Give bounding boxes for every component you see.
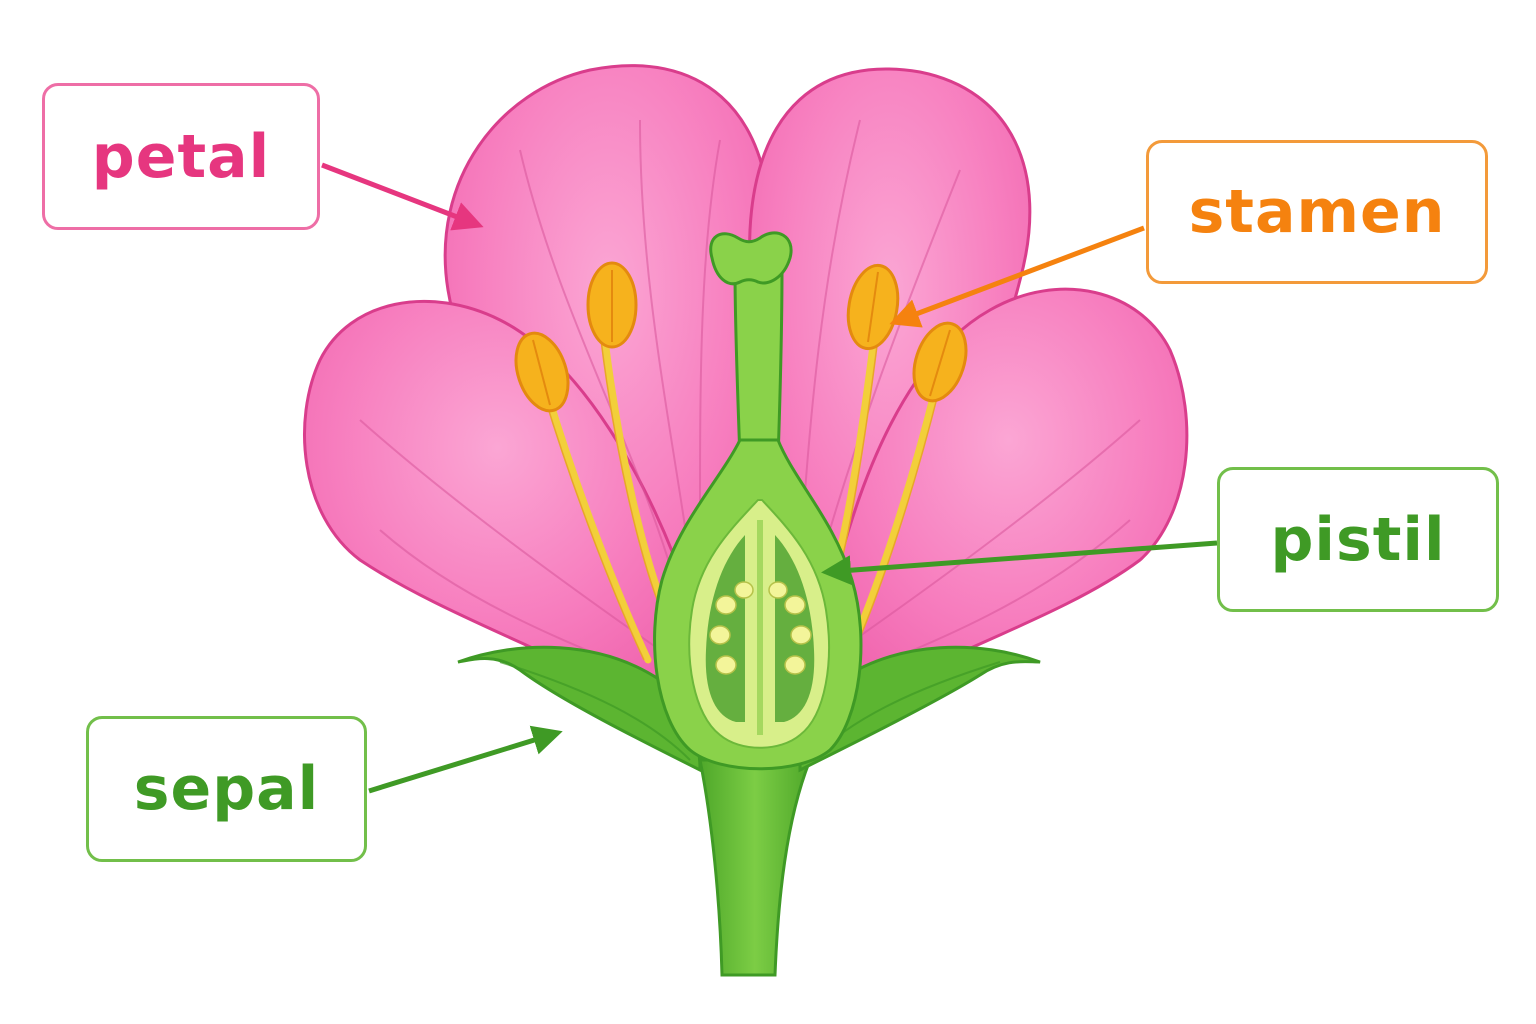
label-petal: petal (42, 83, 320, 230)
label-sepal: sepal (86, 716, 367, 862)
stem (700, 760, 810, 975)
label-pistil: pistil (1217, 467, 1499, 612)
label-stamen: stamen (1146, 140, 1488, 284)
arrow-sepal (369, 733, 557, 791)
label-sepal-text: sepal (134, 754, 319, 824)
label-stamen-text: stamen (1189, 177, 1446, 247)
pistil-stigma (711, 233, 791, 284)
label-pistil-text: pistil (1270, 505, 1445, 575)
pistil-style (735, 270, 782, 460)
label-petal-text: petal (92, 122, 270, 192)
